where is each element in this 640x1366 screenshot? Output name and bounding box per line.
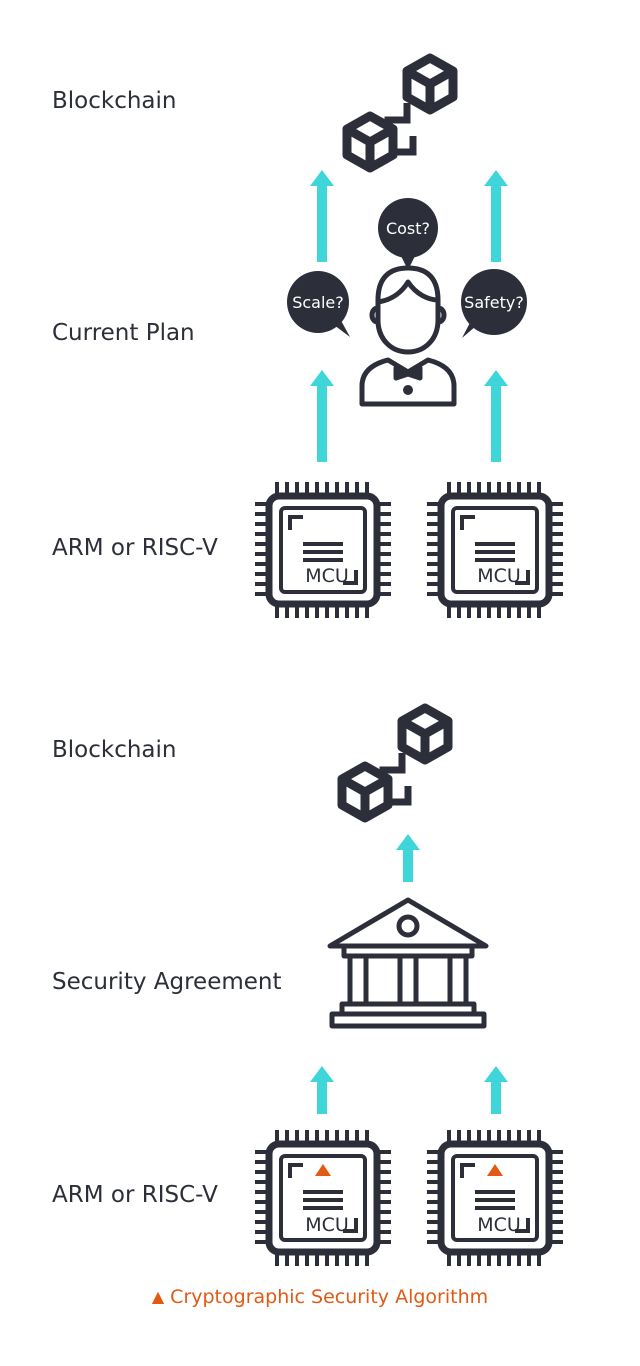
bubble-scale: Scale?: [287, 271, 350, 337]
svg-text:MCU: MCU: [477, 565, 521, 587]
arrow-up-icon: [310, 170, 334, 262]
svg-text:Cost?: Cost?: [386, 219, 430, 238]
svg-text:Safety?: Safety?: [464, 293, 524, 312]
security-marker-icon: [315, 1164, 331, 1176]
svg-text:MCU: MCU: [477, 1214, 521, 1236]
legend-text: Cryptographic Security Algorithm: [170, 1286, 489, 1308]
arrow-up-icon: [396, 834, 420, 882]
label-blockchain-top: Blockchain: [52, 88, 177, 114]
mcu-chip-top-left: MCU: [255, 482, 391, 618]
label-blockchain-bottom: Blockchain: [52, 737, 177, 763]
arrow-up-icon: [310, 1066, 334, 1114]
arrow-up-icon: [310, 370, 334, 462]
legend: ▲ Cryptographic Security Algorithm: [0, 1286, 640, 1308]
svg-text:MCU: MCU: [305, 1214, 349, 1236]
bubble-safety: Safety?: [461, 269, 527, 338]
blockchain-icon-bottom: [342, 708, 448, 818]
svg-text:Scale?: Scale?: [292, 293, 344, 312]
label-security-agreement: Security Agreement: [52, 969, 282, 995]
person-icon: [359, 265, 457, 407]
mcu-chip-bottom-right: MCU: [427, 1130, 563, 1266]
label-chips-bottom: ARM or RISC-V: [52, 1182, 218, 1208]
mcu-chip-top-right: MCU: [427, 482, 563, 618]
arrow-up-icon: [484, 1066, 508, 1114]
arrow-up-icon: [484, 370, 508, 462]
arrow-up-icon: [484, 170, 508, 262]
security-marker-icon: ▲: [151, 1287, 165, 1306]
bubble-cost: Cost?: [378, 198, 438, 270]
label-current-plan: Current Plan: [52, 320, 195, 346]
security-marker-icon: [487, 1164, 503, 1176]
label-chips-top: ARM or RISC-V: [52, 535, 218, 561]
blockchain-icon-top: [347, 58, 453, 168]
mcu-chip-bottom-left: MCU: [255, 1130, 391, 1266]
svg-text:MCU: MCU: [305, 565, 349, 587]
bank-icon: [327, 897, 489, 1029]
